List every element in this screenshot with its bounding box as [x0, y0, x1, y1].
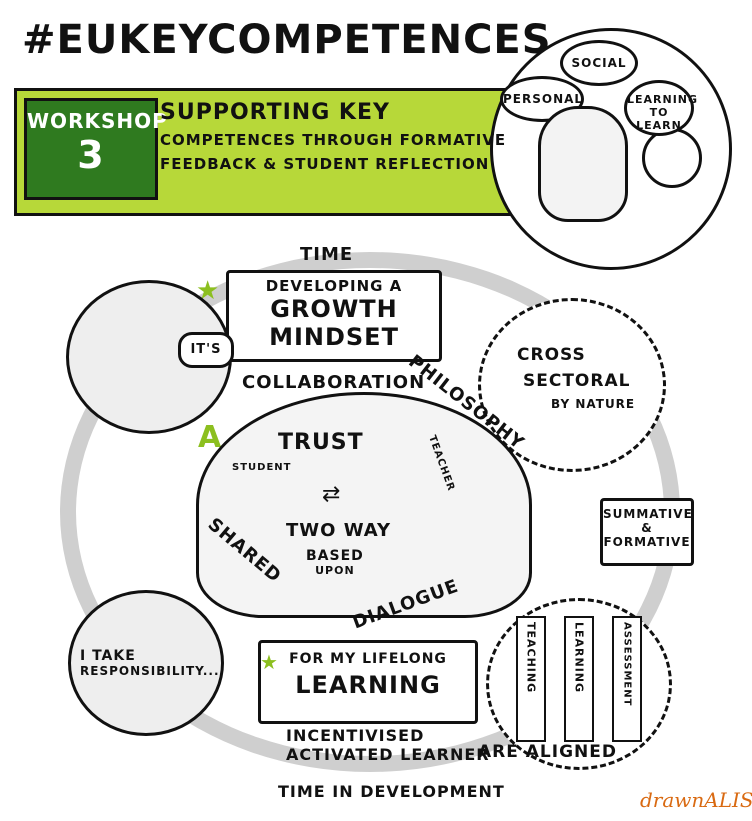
- cross-line-2: SECTORAL: [523, 371, 631, 391]
- cross-line-3: BY NATURE: [551, 397, 636, 411]
- pillar-assessment: ASSESSMENT: [612, 616, 642, 742]
- lifelong-line-1: FOR MY LIFELONG: [289, 651, 447, 667]
- summative-formative-box: SUMMATIVE & FORMATIVE: [600, 498, 694, 566]
- two-way-label: TWO WAY: [286, 520, 391, 541]
- a-letter: A: [198, 420, 223, 455]
- incentivised-text: INCENTIVISED ACTIVATED LEARNER: [286, 726, 490, 764]
- trust-label: TRUST: [278, 430, 364, 455]
- pillar-assessment-label: ASSESSMENT: [621, 622, 633, 707]
- pillar-learning: LEARNING: [564, 616, 594, 742]
- upon-line: UPON: [315, 564, 355, 577]
- based-upon: BASED UPON: [306, 548, 364, 577]
- student-label: STUDENT: [232, 462, 292, 473]
- growth-line-3: MINDSET: [269, 323, 399, 351]
- bubble-learning-to-learn: LEARNING TO LEARN: [624, 80, 697, 136]
- key-hole: [642, 128, 702, 188]
- amp-line: &: [641, 521, 653, 535]
- headline-line-3: FEEDBACK & STUDENT REFLECTION: [160, 155, 490, 173]
- workshop-number: 3: [77, 133, 105, 177]
- growth-mindset-box: DEVELOPING A GROWTH MINDSET: [226, 270, 442, 362]
- headline: SUPPORTING KEY COMPETENCES THROUGH FORMA…: [160, 100, 530, 173]
- lifelong-learning-box: FOR MY LIFELONG LEARNING: [258, 640, 478, 724]
- pillar-learning-label: LEARNING: [572, 622, 586, 694]
- brain-illustration: [196, 392, 532, 618]
- star-icon: ★: [260, 650, 278, 674]
- workshop-box: WORKSHOP 3: [24, 98, 168, 200]
- pillar-teaching: TEACHING: [516, 616, 546, 742]
- activated-line: ACTIVATED LEARNER: [286, 745, 490, 764]
- headline-line-1: SUPPORTING KEY: [160, 100, 390, 125]
- formative-line: FORMATIVE: [603, 535, 691, 549]
- collaboration-label: COLLABORATION: [242, 372, 426, 393]
- summative-line: SUMMATIVE: [603, 507, 693, 521]
- cross-sectoral-circle: CROSS SECTORAL BY NATURE: [478, 298, 666, 472]
- based-line: BASED: [306, 548, 364, 564]
- bubble-personal: PERSONAL: [500, 76, 584, 122]
- are-aligned-label: ARE ALIGNED: [478, 742, 617, 762]
- workshop-label: WORKSHOP: [27, 109, 168, 133]
- headline-line-2: COMPETENCES THROUGH FORMATIVE: [160, 131, 507, 149]
- time-label-top: TIME: [300, 244, 354, 265]
- bubble-social: SOCIAL: [560, 40, 638, 86]
- i-take-responsibility: I TAKE RESPONSIBILITY...: [80, 648, 220, 678]
- pillar-teaching-label: TEACHING: [524, 622, 538, 694]
- its-speech-bubble: IT'S: [178, 332, 234, 368]
- i-take-line: I TAKE: [80, 648, 136, 664]
- growth-line-2: GROWTH: [270, 295, 398, 323]
- growth-line-1: DEVELOPING A: [265, 277, 403, 295]
- cross-line-1: CROSS: [517, 345, 586, 365]
- globe-illustration: [68, 590, 224, 736]
- responsibility-line: RESPONSIBILITY...: [80, 664, 220, 678]
- lifelong-line-2: LEARNING: [295, 671, 441, 699]
- student-character-illustration: [538, 106, 628, 222]
- exchange-arrows-icon: ⇄: [322, 482, 341, 507]
- page-title: #EUKEYCOMPETENCES: [22, 17, 552, 63]
- time-in-development-label: TIME IN DEVELOPMENT: [278, 782, 505, 801]
- incentivised-line: INCENTIVISED: [286, 726, 425, 745]
- brand-logo: drawnALISM: [640, 788, 752, 812]
